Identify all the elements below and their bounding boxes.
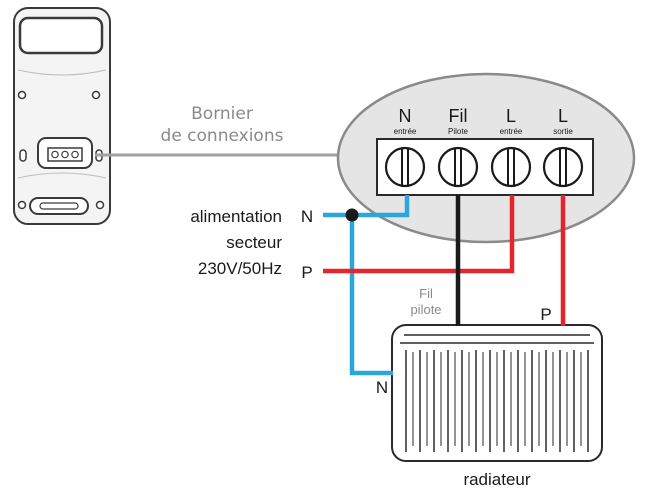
terminal-sub: entrée xyxy=(394,127,417,136)
terminal-letter: L xyxy=(506,106,516,126)
phase-wire xyxy=(323,195,515,274)
terminal-l-entree: L entrée xyxy=(490,106,532,188)
terminal-fil-pilote: Fil Pilote xyxy=(437,106,479,188)
thermostat-device xyxy=(13,7,111,225)
callout-label-line2: de connexions xyxy=(161,126,284,146)
screw-hole-icon xyxy=(91,90,101,100)
neutral-wire-radiator xyxy=(349,215,393,376)
terminal-letter: L xyxy=(558,106,568,126)
pilot-label-line1: Fil xyxy=(419,286,433,301)
terminal-letter: N xyxy=(399,106,412,126)
supply-line3: 230V/50Hz xyxy=(198,259,282,278)
junction-dot xyxy=(345,208,359,222)
callout-label-line1: Bornier xyxy=(191,104,253,124)
terminal-sub: entrée xyxy=(500,127,523,136)
radiator: radiateur N P xyxy=(376,305,603,489)
supply-line1: alimentation xyxy=(190,207,282,226)
terminal-n-entree: N entrée xyxy=(384,106,426,188)
radiator-phase-label: P xyxy=(540,305,551,324)
pilot-label-line2: pilote xyxy=(410,302,441,317)
terminal-block: N entrée Fil Pilote L entrée L sortie xyxy=(376,106,594,196)
radiator-neutral-label: N xyxy=(376,378,388,397)
supply-neutral-label: N xyxy=(301,207,313,226)
terminal-sub: sortie xyxy=(553,127,573,136)
terminal-l-sortie: L sortie xyxy=(542,106,584,188)
radiator-label: radiateur xyxy=(463,470,530,489)
screw-hole-icon xyxy=(17,90,27,100)
supply-line2: secteur xyxy=(226,233,282,252)
screw-hole-icon xyxy=(95,200,105,210)
screw-hole-icon xyxy=(17,200,27,210)
terminal-letter: Fil xyxy=(449,106,468,126)
terminal-sub: Pilote xyxy=(448,127,469,136)
supply-phase-label: P xyxy=(301,263,312,282)
supply-labels: alimentation secteur 230V/50Hz N P xyxy=(190,207,313,282)
